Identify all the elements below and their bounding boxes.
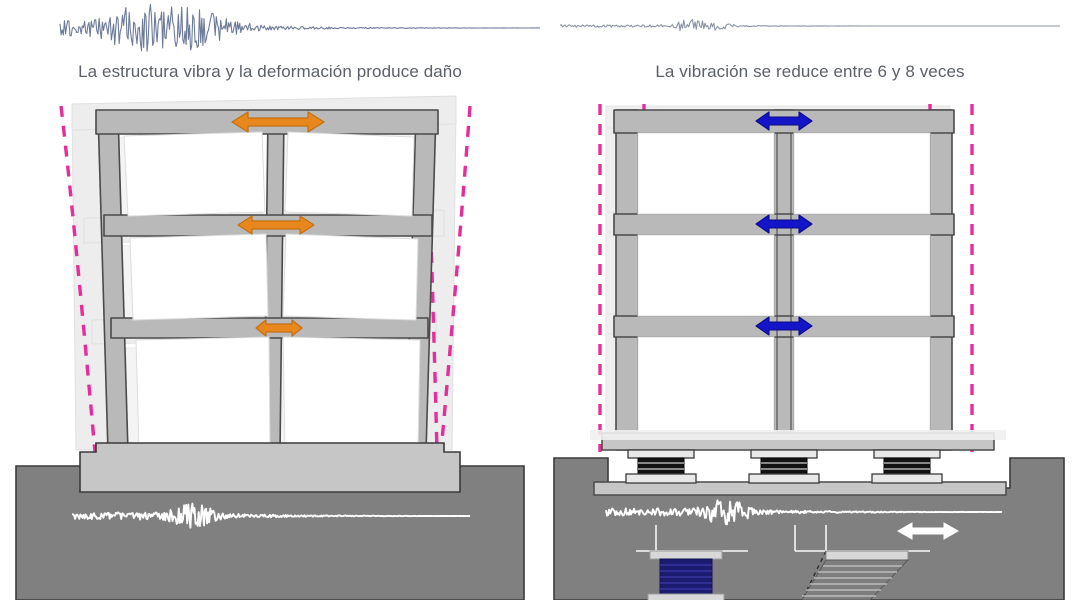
base-slab-shadow	[590, 430, 1006, 440]
isolator-3	[871, 449, 943, 484]
ground-waveform-strong	[605, 499, 1003, 526]
arrow-roof	[231, 111, 325, 133]
panel-fixed-base: La estructura vibra y la deformación pro…	[0, 0, 540, 600]
base-isolated-drawing	[553, 104, 1065, 600]
story-force-arrows	[231, 111, 325, 337]
infill-panels	[123, 131, 421, 451]
column-center-lines	[776, 133, 792, 450]
arrow-floor-2	[237, 215, 315, 235]
arrow-roof	[755, 111, 813, 131]
panel-base-isolated: La vibración se reduce entre 6 y 8 veces	[540, 0, 1080, 600]
caption-fixed-base: La estructura vibra y la deformación pro…	[78, 62, 462, 81]
arrow-floor-1	[255, 319, 303, 337]
arrow-floor-2	[755, 214, 813, 234]
column-left	[615, 109, 639, 451]
isolator-group	[625, 449, 943, 484]
foundation-slab	[79, 442, 461, 493]
inset-isolator-sheared	[794, 522, 960, 600]
motion-arrow-icon	[896, 522, 960, 540]
inset-isolator-undeformed	[636, 525, 748, 600]
foundation-mat	[593, 481, 1007, 496]
input-seismogram-strong	[0, 0, 540, 60]
caption-base-isolated: La vibración se reduce entre 6 y 8 veces	[655, 62, 965, 81]
response-seismogram-damped	[540, 0, 1080, 60]
column-right	[929, 109, 953, 451]
isolator-1	[625, 449, 697, 484]
fixed-base-drawing	[15, 95, 525, 600]
arrow-floor-1	[755, 316, 813, 336]
ground-waveform-strong	[71, 502, 470, 529]
isolator-2	[748, 449, 820, 484]
